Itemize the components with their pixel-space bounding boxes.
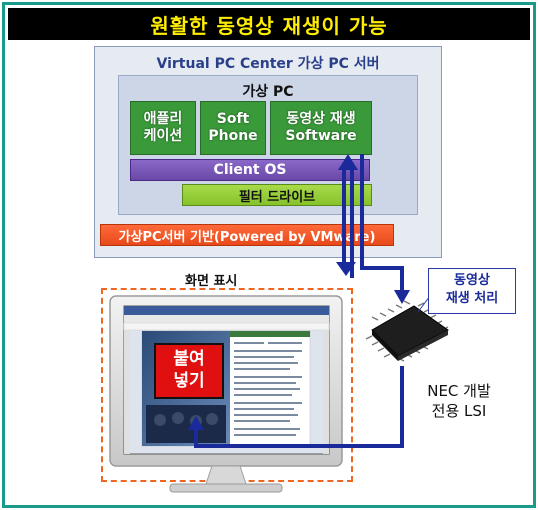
lsi-label-line1: NEC 개발 bbox=[427, 382, 491, 400]
lsi-chip-icon bbox=[365, 300, 449, 362]
app-video-line1: 동영상 재생 bbox=[286, 110, 356, 127]
arrow-head-up-paste bbox=[188, 416, 204, 430]
diagram-title-text: 원활한 동영상 재생이 가능 bbox=[150, 13, 388, 38]
paste-line1: 붙여 bbox=[173, 349, 205, 369]
lsi-to-screen-arrow bbox=[194, 366, 404, 448]
callout-line2: 재생 처리 bbox=[445, 290, 499, 306]
lsi-label-line2: 전용 LSI bbox=[431, 401, 487, 420]
app-softphone-line2: Phone bbox=[208, 128, 258, 144]
client-os-bar: Client OS bbox=[130, 159, 370, 181]
arrow-head-down-screen bbox=[336, 262, 356, 276]
screen-display-label: 화면 표시 bbox=[185, 274, 238, 289]
video-processing-callout: 동영상 재생 처리 bbox=[428, 268, 516, 314]
app-video-line2: Software bbox=[285, 128, 357, 144]
paste-overlay-box: 붙여 넣기 bbox=[154, 343, 224, 399]
monitor-icon bbox=[109, 295, 343, 493]
arrow-head-up-server bbox=[338, 154, 358, 170]
arrow-head-down-lsi bbox=[394, 290, 410, 304]
vmware-base-label: 가상PC서버 기반(Powered by VMware) bbox=[118, 229, 376, 245]
paste-line2: 넣기 bbox=[173, 371, 205, 392]
vmware-base-bar: 가상PC서버 기반(Powered by VMware) bbox=[100, 224, 394, 246]
client-os-label: Client OS bbox=[213, 162, 287, 178]
dual-arrow-path-outer bbox=[342, 166, 354, 278]
vpc-server-title: Virtual PC Center 가상 PC 서버 bbox=[156, 56, 380, 72]
filter-driver-bar: 필터 드라이브 bbox=[182, 184, 372, 206]
filter-driver-label: 필터 드라이브 bbox=[238, 189, 316, 205]
virtual-pc-title: 가상 PC bbox=[242, 84, 294, 100]
app-application-line2: 케이션 bbox=[143, 128, 183, 144]
server-to-lsi-arrow bbox=[360, 154, 404, 292]
app-application-line1: 애플리 bbox=[143, 110, 183, 127]
nec-lsi-label: NEC 개발 전용 LSI bbox=[404, 382, 514, 421]
callout-line1: 동영상 bbox=[454, 273, 490, 288]
app-softphone-line1: Soft bbox=[216, 110, 250, 127]
diagram-title: 원활한 동영상 재생이 가능 bbox=[8, 8, 530, 40]
